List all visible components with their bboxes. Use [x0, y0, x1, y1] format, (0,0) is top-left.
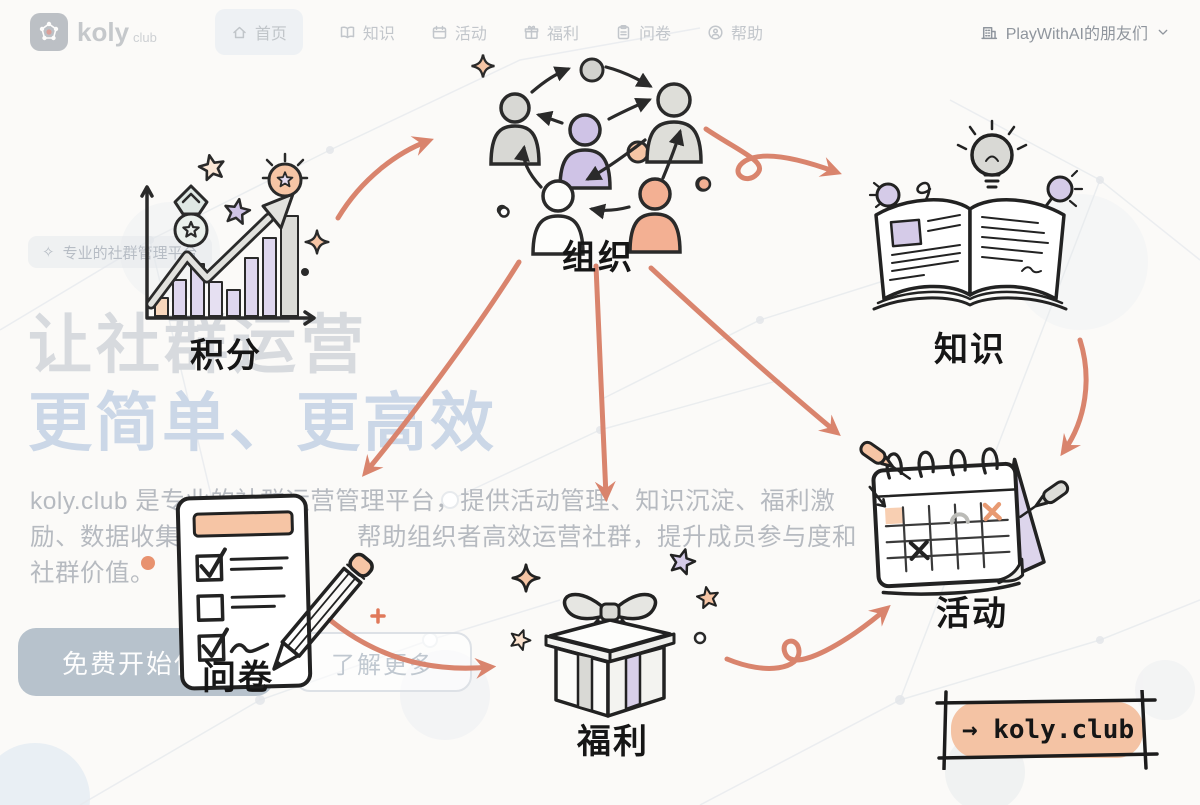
arrow-org-to-welfare — [593, 263, 616, 503]
node-label-welfare: 福利 — [577, 723, 649, 761]
arrow-knowledge-to-activity — [1060, 337, 1089, 457]
arrow-points-to-org — [335, 136, 434, 221]
node-label-points: 积分 — [190, 337, 262, 375]
dot-decoration — [693, 631, 707, 645]
nav-item-survey[interactable]: 问卷 — [615, 20, 671, 44]
hero-description-line2-right: 帮助组织者高效运营社群，提升成员参与度和 — [357, 524, 857, 551]
nav-item-home[interactable]: 首页 — [214, 9, 303, 55]
logo-suffix-text: club — [133, 29, 157, 45]
nav-item-help[interactable]: 帮助 — [707, 20, 763, 44]
hero-description-line3: 社群价值。 — [30, 560, 155, 587]
node-label-survey: 问卷 — [202, 659, 274, 697]
node-label-activity: 活动 — [936, 595, 1008, 633]
nav-label: 知识 — [362, 26, 395, 43]
building-icon — [981, 27, 997, 40]
nav-label: 问卷 — [638, 26, 671, 43]
nav-label: 活动 — [454, 26, 487, 43]
hero-badge: ✧ 专业的社群管理平台 — [28, 236, 212, 268]
main-nav: 首页 知识 活动 福利 问卷 帮助 — [214, 9, 763, 55]
account-name: PlayWithAI的朋友们 — [1005, 26, 1148, 43]
calendar-icon — [432, 25, 447, 39]
knowledge-illustration — [868, 119, 1084, 311]
plus-decoration — [370, 608, 386, 624]
home-icon — [233, 26, 246, 38]
arrow-org-to-activity — [648, 265, 841, 437]
arrow-welfare-to-activity — [724, 604, 891, 671]
hero-title-line2: 更简单、更高效 — [28, 387, 497, 459]
book-icon — [340, 25, 355, 38]
dot-decoration — [695, 176, 711, 192]
nav-label: 福利 — [546, 26, 579, 43]
support-icon — [708, 24, 723, 40]
koly-club-stamp-text: → koly.club — [961, 715, 1135, 745]
gift-icon — [524, 25, 539, 39]
sparkle-icon: ✧ — [42, 244, 55, 261]
top-navigation-bar: koly club 首页 知识 活动 福利 问卷 — [0, 0, 1200, 64]
clipboard-icon — [617, 24, 630, 39]
nav-label: 帮助 — [730, 26, 763, 43]
node-label-org: 组织 — [562, 239, 634, 277]
chevron-down-icon — [1158, 29, 1168, 35]
welfare-illustration — [510, 548, 719, 718]
koly-club-stamp: → koly.club — [935, 690, 1161, 770]
nav-label: 首页 — [254, 26, 287, 43]
hero-description-line2-left: 励、数据收集 — [30, 524, 180, 551]
node-label-knowledge: 知识 — [934, 331, 1006, 369]
nav-item-activity[interactable]: 活动 — [431, 20, 487, 44]
arrow-org-to-knowledge — [703, 126, 842, 182]
logo[interactable]: koly club — [30, 13, 157, 51]
logo-network-icon — [30, 13, 68, 51]
hero-badge-label: 专业的社群管理平台 — [62, 244, 198, 262]
nav-item-knowledge[interactable]: 知识 — [339, 20, 395, 44]
account-menu[interactable]: PlayWithAI的朋友们 — [980, 20, 1170, 44]
learn-more-button[interactable]: 了解更多 — [294, 632, 472, 692]
hero-description-line1: koly.club 是专业的社群运营管理平台，提供活动管理、知识沉淀、福利激 — [30, 488, 836, 515]
dot-decoration — [496, 204, 508, 216]
logo-text: koly — [77, 16, 130, 47]
nav-item-welfare[interactable]: 福利 — [523, 20, 579, 44]
